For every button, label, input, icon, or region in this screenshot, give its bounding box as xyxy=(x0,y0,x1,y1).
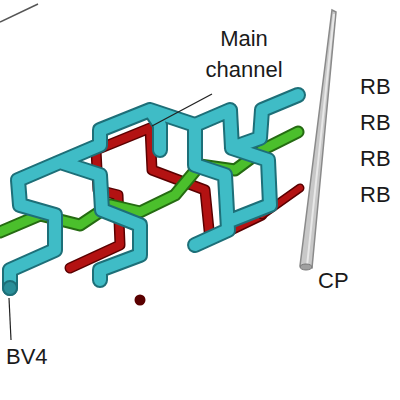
part-label: RB xyxy=(360,180,391,211)
channel-label: Main channel xyxy=(192,24,296,86)
part-label: CP xyxy=(318,266,349,297)
cyan-channel xyxy=(3,95,298,295)
leader-line xyxy=(9,298,11,340)
edge-line xyxy=(0,4,38,22)
leader-line xyxy=(152,94,212,126)
part-label: RB xyxy=(360,72,391,103)
main-channel-rod xyxy=(300,10,336,270)
part-label: RB xyxy=(360,144,391,175)
part-label: BV4 xyxy=(6,342,48,373)
part-label: RB xyxy=(360,108,391,139)
